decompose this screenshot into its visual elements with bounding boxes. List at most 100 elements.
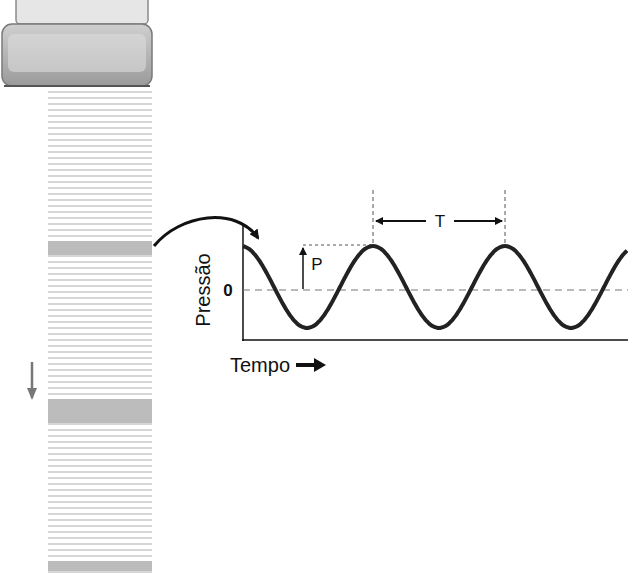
wave-front: [48, 538, 152, 539]
wave-front: [48, 152, 152, 153]
wave-front: [48, 414, 152, 415]
wave-front: [48, 274, 152, 275]
wave-front: [48, 422, 152, 423]
wave-front: [48, 328, 152, 329]
wave-front: [48, 496, 152, 497]
wave-front: [48, 104, 152, 105]
wave-front: [48, 404, 152, 405]
wave-front: [48, 304, 152, 305]
wave-front: [48, 562, 152, 563]
wave-front: [48, 400, 152, 401]
wave-front: [48, 206, 152, 207]
wave-front: [48, 550, 152, 551]
wave-front: [48, 532, 152, 533]
wave-front: [48, 556, 152, 557]
zero-label: 0: [223, 282, 232, 299]
wave-front: [48, 212, 152, 213]
wave-front: [48, 358, 152, 359]
axis-label: Tempo: [230, 355, 290, 375]
wave-front: [48, 116, 152, 117]
wave-front: [48, 376, 152, 377]
period-arrow: [454, 220, 502, 222]
transducer: [2, 0, 152, 86]
wave-front: [48, 514, 152, 515]
wave-front: [48, 472, 152, 473]
wave-front: [48, 406, 152, 407]
wave-front: [48, 242, 152, 243]
wave-front: [48, 424, 152, 425]
wave-front: [48, 158, 152, 159]
wave-front: [48, 382, 152, 383]
wave-front: [48, 466, 152, 467]
wave-front: [48, 122, 152, 123]
wave-front: [48, 176, 152, 177]
wave-front: [48, 110, 152, 111]
wave-front: [48, 170, 152, 171]
y-axis: [242, 226, 244, 341]
wave-front: [48, 252, 152, 253]
wave-front: [48, 566, 152, 567]
wave-front: [48, 394, 152, 395]
wave-front: [48, 146, 152, 147]
wave-front: [48, 412, 152, 413]
wave-front: [48, 564, 152, 565]
axis-label: Pressão: [193, 253, 213, 326]
wave-front: [48, 544, 152, 545]
pressure-wave: [243, 246, 627, 328]
wave-front: [48, 526, 152, 527]
wave-front: [48, 436, 152, 437]
wave-front: [48, 218, 152, 219]
period-marker: [373, 190, 374, 244]
wave-front: [48, 388, 152, 389]
wave-front: [48, 454, 152, 455]
wave-front: [48, 246, 152, 247]
x-axis: [242, 339, 628, 341]
wave-front: [48, 484, 152, 485]
wave-front: [48, 442, 152, 443]
wave-front: [48, 316, 152, 317]
propagation-arrow: [31, 362, 34, 398]
pressure-curve: [243, 246, 627, 328]
wave-front: [48, 262, 152, 263]
wave-front: [48, 402, 152, 403]
period-arrow: [376, 220, 426, 222]
amplitude-label: P: [311, 256, 322, 273]
wave-front: [48, 254, 152, 255]
wave-front: [48, 460, 152, 461]
wave-front: [48, 418, 152, 419]
time-arrow: [296, 358, 326, 372]
wave-front: [48, 268, 152, 269]
wave-front: [48, 98, 152, 99]
wave-front: [48, 200, 152, 201]
wave-front: [48, 224, 152, 225]
wave-front: [48, 194, 152, 195]
wave-front: [48, 490, 152, 491]
wave-front: [48, 416, 152, 417]
wave-front: [48, 364, 152, 365]
wave-front: [48, 478, 152, 479]
wave-front: [48, 370, 152, 371]
zero-line: [243, 289, 628, 290]
wave-front: [48, 410, 152, 411]
wave-front: [48, 520, 152, 521]
wave-front: [48, 502, 152, 503]
wave-front: [48, 188, 152, 189]
wave-front: [48, 250, 152, 251]
wave-front: [48, 140, 152, 141]
wave-front: [48, 236, 152, 237]
wave-front: [48, 230, 152, 231]
wave-front: [48, 420, 152, 421]
wave-front: [48, 310, 152, 311]
wave-front: [48, 568, 152, 569]
wave-front: [48, 134, 152, 135]
wave-front: [48, 292, 152, 293]
wave-front: [48, 286, 152, 287]
wave-front: [48, 408, 152, 409]
period-marker: [505, 190, 506, 244]
wave-front: [48, 448, 152, 449]
wave-front: [48, 508, 152, 509]
amplitude-guide: [303, 245, 373, 246]
wave-front: [48, 334, 152, 335]
wave-front: [48, 346, 152, 347]
